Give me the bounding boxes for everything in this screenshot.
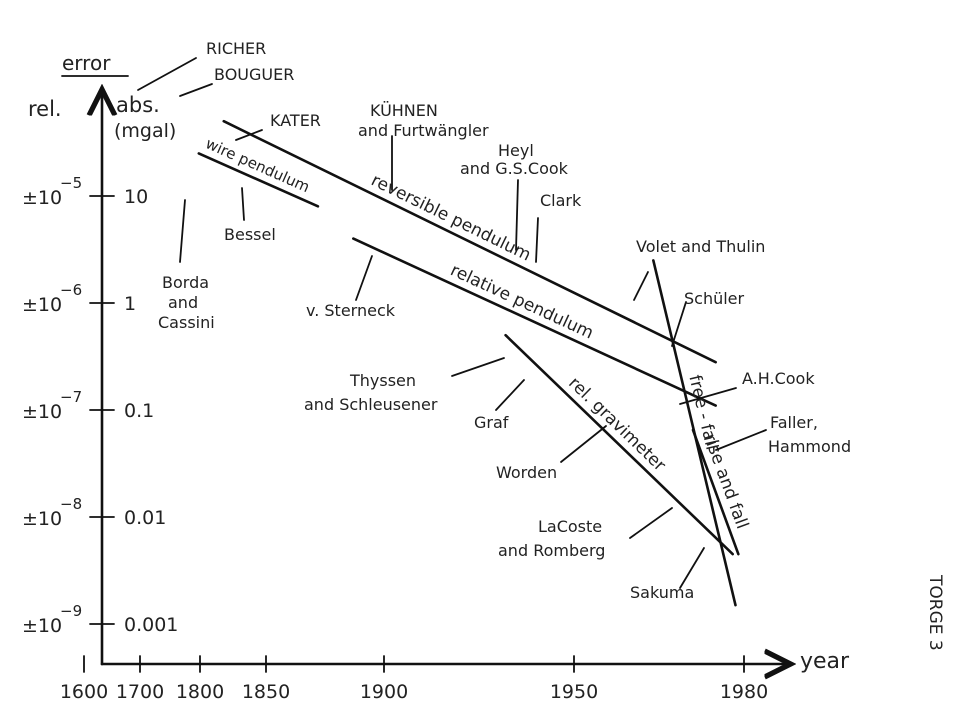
- label-v-sterneck: v. Sterneck: [306, 301, 396, 320]
- y-tick-rel-exponent-0.1: −7: [60, 388, 82, 406]
- label-kater: KATER: [270, 111, 321, 130]
- series-line-reversible-pendulum: [222, 119, 717, 364]
- torge-side-note: TORGE 3: [925, 574, 945, 651]
- label-cassini: Cassini: [158, 313, 215, 332]
- x-axis-label: year: [800, 649, 850, 674]
- y-tick-rel-exponent-10: −5: [60, 174, 82, 192]
- label-faller: Faller,: [770, 413, 818, 432]
- series-label-wire-pendulum: wire pendulum: [203, 134, 313, 196]
- series-line-relative-pendulum: [352, 237, 717, 407]
- series-line-rel-gravimeter: [504, 333, 734, 556]
- label-borda: Borda: [162, 273, 209, 292]
- label-schuler: Schüler: [684, 289, 745, 308]
- label-sakuma: Sakuma: [630, 583, 694, 602]
- abs-axis-unit: (mgal): [114, 120, 176, 142]
- series-line-rise-and-fall: [691, 428, 740, 556]
- label-and: and: [168, 293, 198, 312]
- label-gs-cook: and G.S.Cook: [460, 159, 569, 178]
- y-tick-rel-exponent-1: −6: [60, 281, 82, 299]
- y-tick-rel-exponent-0.001: −9: [60, 602, 82, 620]
- error-header: error: [62, 51, 111, 75]
- y-tick-abs-label-10: 10: [124, 186, 148, 208]
- label-schleusener: and Schleusener: [304, 395, 438, 414]
- series-label-relative-pendulum: relative pendulum: [447, 260, 596, 343]
- y-tick-abs-label-0.01: 0.01: [124, 507, 166, 529]
- label-lacoste: LaCoste: [538, 517, 602, 536]
- leader-lines: [137, 57, 767, 589]
- y-tick-rel-label-0.01: ±10: [22, 508, 62, 530]
- abs-axis-label: abs.: [116, 93, 160, 117]
- y-tick-abs-label-1: 1: [124, 293, 136, 315]
- y-tick-abs-label-0.001: 0.001: [124, 614, 178, 636]
- x-tick-label-1980: 1980: [720, 681, 768, 703]
- series-line-wire-pendulum: [197, 152, 320, 208]
- y-tick-rel-label-1: ±10: [22, 294, 62, 316]
- label-hammond: Hammond: [768, 437, 851, 456]
- x-tick-label-1950: 1950: [550, 681, 598, 703]
- label-bouguer: BOUGUER: [214, 65, 294, 84]
- annotation-labels: RICHER BOUGUER KATER KÜHNEN and Furtwäng…: [158, 39, 851, 602]
- label-furtwangler: and Furtwängler: [358, 121, 489, 140]
- y-tick-rel-label-10: ±10: [22, 187, 62, 209]
- y-tick-abs-label-0.1: 0.1: [124, 400, 154, 422]
- label-thyssen: Thyssen: [349, 371, 416, 390]
- x-tick-label-1800: 1800: [176, 681, 224, 703]
- x-tick-label-1900: 1900: [360, 681, 408, 703]
- label-ah-cook: A.H.Cook: [742, 369, 815, 388]
- label-worden: Worden: [496, 463, 557, 482]
- x-tick-label-1700: 1700: [116, 681, 164, 703]
- x-tick-label-1600: 1600: [60, 681, 108, 703]
- y-tick-rel-exponent-0.01: −8: [60, 495, 82, 513]
- label-graf: Graf: [474, 413, 509, 432]
- label-kuhnen: KÜHNEN: [370, 101, 438, 120]
- y-tick-rel-label-0.1: ±10: [22, 401, 62, 423]
- rel-axis-label: rel.: [28, 97, 62, 121]
- label-romberg: and Romberg: [498, 541, 605, 560]
- x-tick-label-1850: 1850: [242, 681, 290, 703]
- label-bessel: Bessel: [224, 225, 276, 244]
- label-heyl: Heyl: [498, 141, 534, 160]
- label-clark: Clark: [540, 191, 582, 210]
- label-volet-thulin: Volet and Thulin: [636, 237, 765, 256]
- y-tick-rel-label-0.001: ±10: [22, 615, 62, 637]
- series-label-rel-gravimeter: rel. gravimeter: [564, 373, 669, 475]
- label-richer: RICHER: [206, 39, 266, 58]
